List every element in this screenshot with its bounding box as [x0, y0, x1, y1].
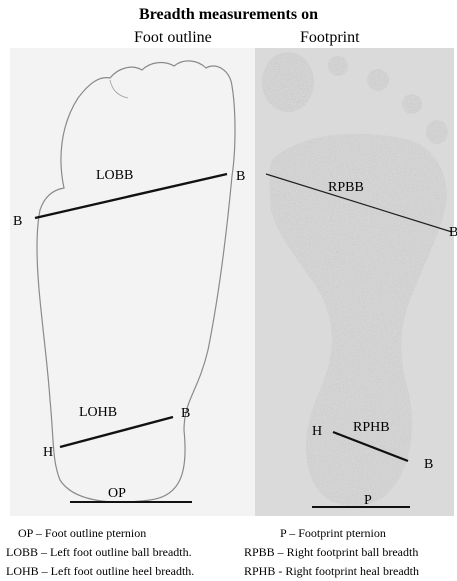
p-label: P: [364, 493, 372, 508]
lohb-left-end-label: H: [43, 445, 53, 460]
lobb-label: LOBB: [96, 168, 133, 183]
lobb-left-end-label: B: [13, 214, 22, 229]
legend-item-rpbb: RPBB – Right footprint ball breadth: [244, 543, 419, 562]
legend-item-lobb: LOBB – Left foot outline ball breadth.: [6, 543, 194, 562]
legend-outline: OP – Foot outline pternion LOBB – Left f…: [6, 524, 194, 581]
rpbb-label: RPBB: [328, 180, 364, 195]
rpbb-right-end-label: B: [449, 225, 457, 240]
legend-item-p: P – Footprint pternion: [244, 524, 419, 543]
legend-footprint: P – Footprint pternion RPBB – Right foot…: [244, 524, 419, 581]
lohb-label: LOHB: [79, 405, 117, 420]
legend-item-op: OP – Foot outline pternion: [6, 524, 194, 543]
rphb-label: RPHB: [353, 420, 390, 435]
lohb-right-end-label: B: [181, 406, 190, 421]
lobb-right-end-label: B: [236, 169, 245, 184]
rphb-right-end-label: B: [424, 457, 433, 472]
rphb-left-end-label: H: [312, 424, 322, 439]
legend-item-lohb: LOHB – Left foot outline heel breadth.: [6, 562, 194, 581]
legend-item-rphb: RPHB - Right footprint heal breadth: [244, 562, 419, 581]
op-label: OP: [108, 486, 126, 501]
